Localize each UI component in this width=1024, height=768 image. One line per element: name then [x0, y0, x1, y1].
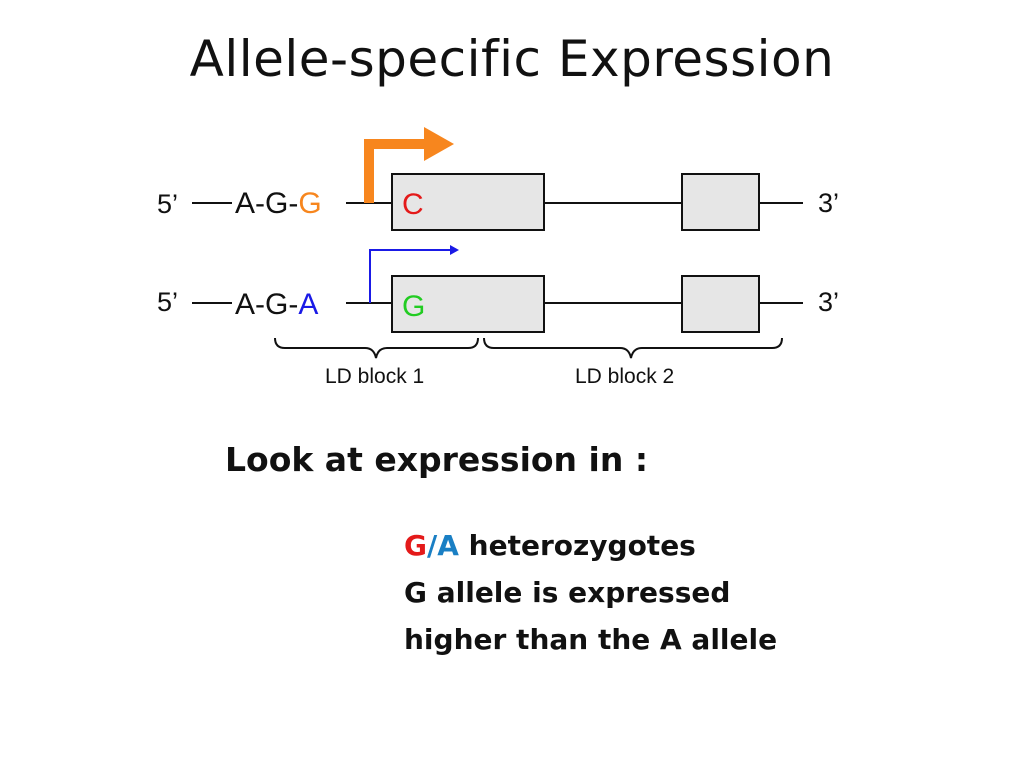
row2-three-prime: 3’ [818, 287, 839, 317]
strong-promoter-arrowhead [424, 127, 454, 161]
row1-exon-base-c: C [402, 188, 424, 221]
row1-variant-g: G [298, 187, 321, 220]
notes-block: G/A heterozygotes G allele is expressed … [404, 522, 777, 663]
row1-exon-2 [681, 173, 760, 231]
notes-line-1: G/A heterozygotes [404, 522, 777, 569]
ld-block-1-brace [274, 337, 479, 359]
row1-sequence: A-G-G [235, 187, 322, 220]
ld-block-2-brace [483, 337, 783, 359]
allele-g-label: G [404, 529, 427, 562]
row2-sequence: A-G-A [235, 288, 318, 321]
weak-promoter-arrowhead [450, 245, 459, 255]
allele-a-label: A [437, 529, 459, 562]
row2-five-prime: 5’ [157, 287, 178, 317]
weak-promoter-arrow [369, 249, 452, 303]
row2-exon-1 [391, 275, 545, 333]
row1-five-prime: 5’ [157, 189, 178, 219]
allele-slash: / [426, 529, 438, 562]
ld-block-1-label: LD block 1 [325, 365, 424, 388]
notes-line-3: higher than the A allele [404, 623, 778, 656]
row2-exon-base-g: G [402, 290, 425, 323]
heterozygotes-text: heterozygotes [458, 529, 696, 562]
notes-line-2: G allele is expressed [404, 576, 731, 609]
row1-three-prime: 3’ [818, 188, 839, 218]
row2-variant-a: A [298, 288, 318, 321]
row2-exon-2 [681, 275, 760, 333]
ld-block-2-label: LD block 2 [575, 365, 674, 388]
allele-diagram: 5’ A-G-G C 3’ 5’ A-G-A G 3’ LD block 1 L… [157, 127, 839, 388]
strong-promoter-arrow [364, 139, 428, 203]
row1-exon-1 [391, 173, 545, 231]
page-title: Allele-specific Expression [189, 30, 835, 88]
look-at-heading: Look at expression in : [225, 440, 649, 479]
